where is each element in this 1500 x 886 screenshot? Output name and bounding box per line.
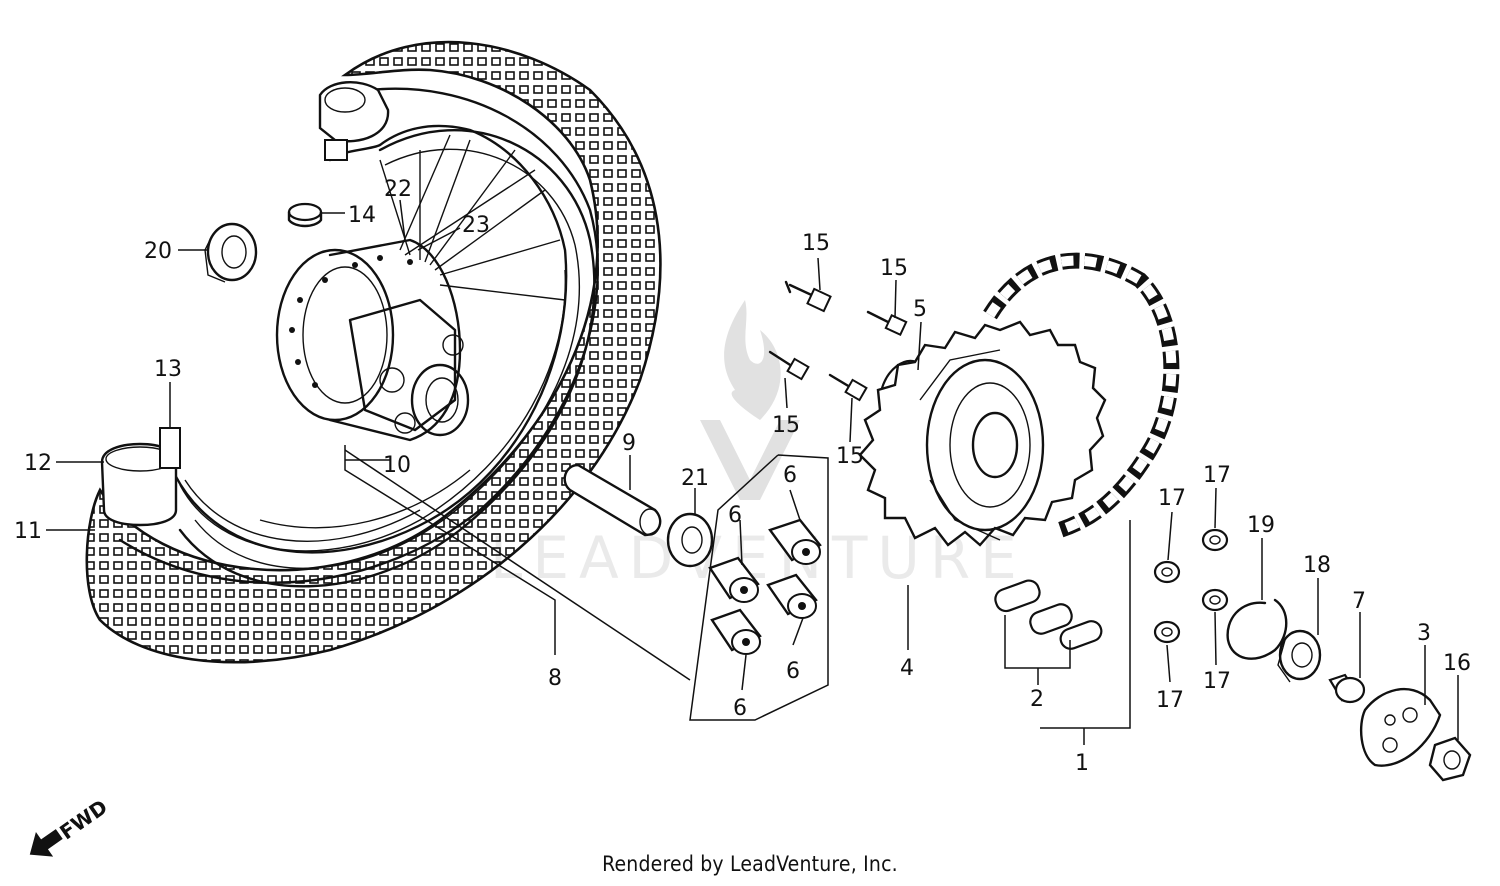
callout-18: 18	[1303, 553, 1331, 578]
callout-6c: 6	[786, 659, 800, 684]
callout-8: 8	[548, 666, 562, 691]
callout-10: 10	[383, 453, 411, 478]
callout-15b: 15	[880, 256, 908, 281]
arrow-left-icon	[29, 829, 63, 857]
callout-7: 7	[1352, 589, 1366, 614]
callout-6b: 6	[728, 503, 742, 528]
drive-chain-1	[983, 252, 1180, 538]
collar-7	[1328, 673, 1366, 704]
bolt-15	[768, 350, 810, 381]
callout-17c: 17	[1203, 669, 1231, 694]
fwd-label: FWD	[55, 795, 112, 845]
callout-3: 3	[1417, 621, 1431, 646]
nut-17	[1153, 560, 1181, 584]
callout-2: 2	[1030, 687, 1044, 712]
damper-6	[768, 518, 822, 565]
rim-band	[173, 124, 568, 554]
master-link-2	[994, 579, 1103, 650]
bolt-15	[784, 280, 832, 313]
callout-15c: 15	[772, 413, 800, 438]
callout-23: 23	[462, 213, 490, 238]
render-credit: Rendered by LeadVenture, Inc.	[602, 852, 898, 876]
callout-1: 1	[1075, 751, 1089, 776]
circlip-19	[1226, 598, 1288, 660]
leader-lines	[46, 199, 1459, 745]
bolt-15-group	[768, 280, 908, 402]
rear-hub	[275, 238, 470, 442]
bolt-15	[866, 310, 908, 337]
rim-lock-12	[100, 427, 181, 527]
callout-17b: 17	[1203, 463, 1231, 488]
nut-17-group	[1153, 528, 1229, 644]
callout-17a: 17	[1158, 486, 1186, 511]
callout-5: 5	[913, 297, 927, 322]
callout-17d: 17	[1156, 688, 1184, 713]
damper-6-group	[708, 518, 822, 655]
distance-collar-9	[563, 463, 662, 537]
callout-6d: 6	[733, 696, 747, 721]
callout-13: 13	[154, 357, 182, 382]
callout-11: 11	[14, 519, 42, 544]
callout-12: 12	[24, 451, 52, 476]
callout-19: 19	[1247, 513, 1275, 538]
axle-nut-16	[1428, 736, 1472, 782]
damper-6	[708, 556, 760, 603]
valve-guard-top	[318, 81, 390, 161]
damper-6	[766, 573, 818, 619]
callout-16: 16	[1443, 651, 1471, 676]
nut-17	[1153, 620, 1181, 644]
callout-15d: 15	[836, 444, 864, 469]
nut-17	[1201, 528, 1229, 552]
damper-6	[710, 608, 762, 655]
callout-14: 14	[348, 203, 376, 228]
callout-9: 9	[622, 431, 636, 456]
callout-20: 20	[144, 239, 172, 264]
spokes	[379, 134, 566, 301]
callout-21: 21	[681, 466, 709, 491]
bolt-15	[828, 373, 868, 402]
bearing-21	[666, 512, 714, 568]
callout-4: 4	[900, 656, 914, 681]
bearing-18	[1277, 629, 1322, 683]
bearing-20	[204, 222, 258, 283]
callout-15a: 15	[802, 231, 830, 256]
nut-17	[1201, 588, 1229, 612]
callout-22: 22	[384, 177, 412, 202]
callout-6a: 6	[783, 463, 797, 488]
sprocket-4	[858, 320, 1107, 547]
chain-adjuster-3	[1359, 687, 1442, 767]
rear-tire	[85, 40, 662, 664]
cap-14	[287, 202, 323, 228]
callout-labels: 1 2 3 4 5 6 6 6 6 7 8 9 10 11 12 13 14 1…	[14, 177, 1471, 776]
